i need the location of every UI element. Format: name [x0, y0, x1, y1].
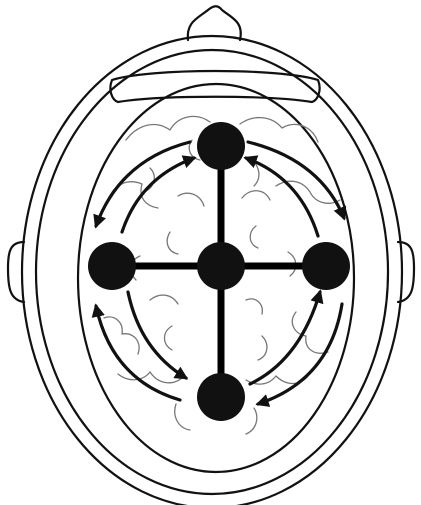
arrow-left-to-occipital [128, 292, 186, 378]
electrode-left [88, 242, 136, 290]
electrode-occipital [197, 373, 245, 421]
forehead-band [110, 71, 319, 102]
arrow-occipital-to-right [250, 292, 320, 384]
electrode-center [197, 242, 245, 290]
electrode-nodes [88, 122, 350, 421]
electrode-right [302, 242, 350, 290]
arrow-frontal-to-right [248, 142, 344, 218]
electrode-frontal [197, 122, 245, 170]
